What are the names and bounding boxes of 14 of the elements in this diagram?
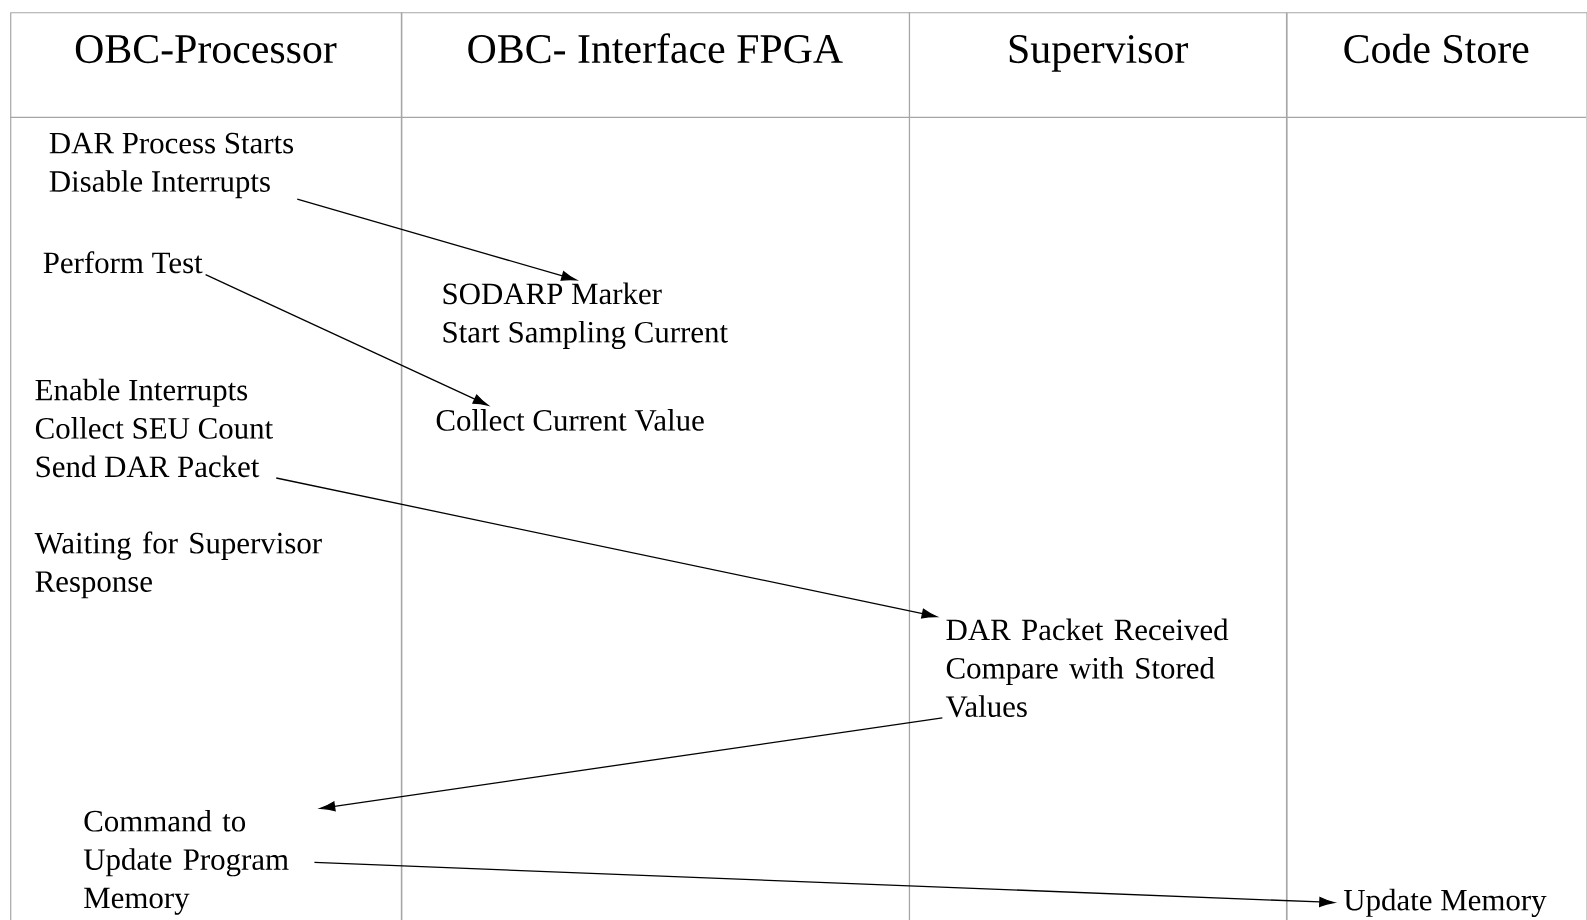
step-text: Enable Interrupts Collect SEU Count Send DAR Packet [35, 378, 273, 478]
arrow [204, 274, 489, 406]
step-text: DAR Packet Received Compare with Stored Values [945, 618, 1229, 718]
step-text: Perform Test [43, 251, 203, 274]
step-text: DAR Process Starts Disable Interrupts [49, 132, 294, 199]
step-text: Update Memory [1343, 888, 1547, 917]
step-text: Collect Current Value [436, 409, 704, 431]
step-text: SODARP Marker Start Sampling Current [443, 282, 728, 350]
arrow [313, 861, 1335, 908]
step-text: Command to Update Program Memory [83, 809, 289, 915]
step-text: Waiting for Supervisor Response [34, 531, 322, 599]
arrow [296, 198, 577, 281]
arrow [275, 477, 937, 619]
arrow [319, 717, 943, 812]
